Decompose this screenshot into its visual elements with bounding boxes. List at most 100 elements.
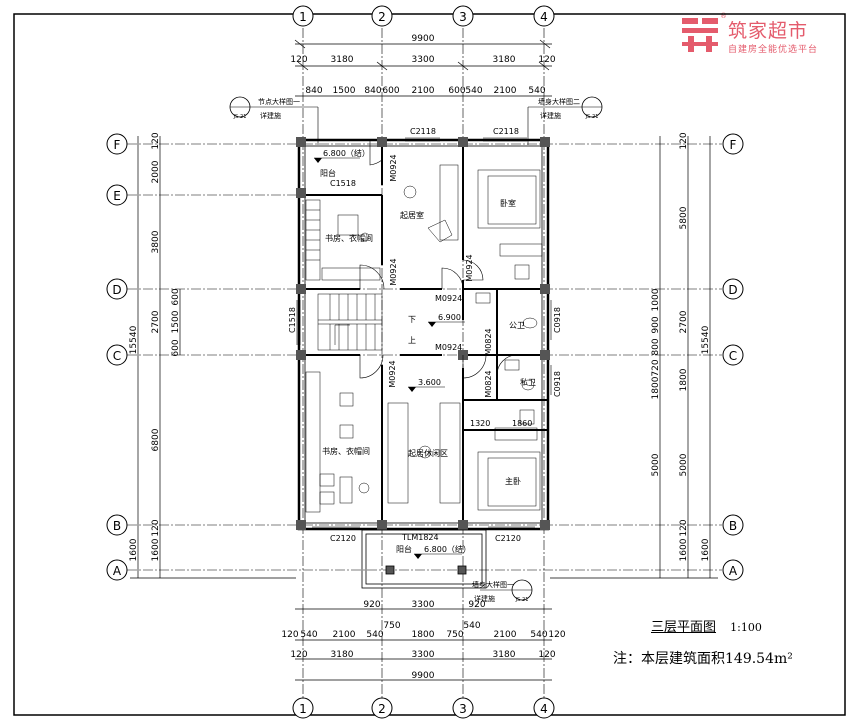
svg-text:3180: 3180 <box>331 650 354 660</box>
callout-top-right: JS-21 墙身大样图二 详建施 <box>527 96 603 145</box>
svg-text:3: 3 <box>459 10 467 24</box>
svg-text:540: 540 <box>366 630 383 640</box>
svg-text:600: 600 <box>171 288 181 305</box>
svg-text:M0924: M0924 <box>435 294 462 303</box>
axis-row-F-left: F <box>106 133 128 155</box>
svg-text:详建施: 详建施 <box>540 111 561 120</box>
svg-text:120: 120 <box>548 630 565 640</box>
dim-right-inner: 1000 900 800 720 1800 5000 <box>651 288 661 476</box>
bottom-dimensions <box>295 608 552 681</box>
stair-down-label: 下 <box>408 315 416 324</box>
svg-text:120: 120 <box>679 519 689 536</box>
svg-text:D: D <box>728 283 737 297</box>
svg-text:E: E <box>113 189 121 203</box>
svg-text:JS-21: JS-21 <box>585 114 599 120</box>
area-note: 注：本层建筑面积149.54m² <box>613 648 793 668</box>
svg-text:540: 540 <box>528 86 545 96</box>
brand-reg: ® <box>720 12 727 20</box>
svg-text:750: 750 <box>383 621 400 631</box>
axis-row-D-right: D <box>722 278 744 300</box>
axis-col-3-bottom: 3 <box>452 697 474 719</box>
svg-text:6.900: 6.900 <box>438 313 461 322</box>
drawing-scale: 1:100 <box>730 621 762 634</box>
axis-bubbles: 1 2 3 4 1 2 3 4 F E D C B A F D C B A <box>106 5 744 719</box>
svg-text:1600: 1600 <box>129 538 139 561</box>
staircase <box>317 293 383 351</box>
callout-bottom: JS-21 墙身大样图一 详建施 <box>472 579 533 603</box>
furniture <box>305 164 543 513</box>
dim-right-parts: 120 5800 2700 1800 5000 120 1600 1600 <box>679 132 711 561</box>
svg-text:840: 840 <box>305 86 322 96</box>
svg-text:B: B <box>113 519 121 533</box>
svg-text:120: 120 <box>538 650 555 660</box>
room-bedroom: 卧室 <box>500 198 516 208</box>
opening-marks: C2118 C2118 C1518 C1518 M0924 M0924 M092… <box>288 127 562 543</box>
svg-text:1800: 1800 <box>679 368 689 391</box>
svg-text:3800: 3800 <box>151 230 161 253</box>
svg-text:1: 1 <box>299 702 307 716</box>
svg-text:5000: 5000 <box>679 453 689 476</box>
svg-text:3300: 3300 <box>412 650 435 660</box>
room-study-top: 书房、衣帽间 <box>325 233 373 243</box>
svg-text:5800: 5800 <box>679 206 689 229</box>
svg-text:600: 600 <box>448 86 465 96</box>
right-dimensions <box>550 136 718 579</box>
svg-text:1600: 1600 <box>679 538 689 561</box>
drawing-frame <box>13 13 846 716</box>
dim-bottom-total: 9900 <box>412 671 435 681</box>
svg-text:C: C <box>113 349 121 363</box>
svg-text:C0918: C0918 <box>553 307 562 333</box>
svg-text:2100: 2100 <box>494 630 517 640</box>
svg-text:6.800（结）: 6.800（结） <box>424 544 471 554</box>
svg-text:M0924: M0924 <box>389 258 398 285</box>
svg-text:6800: 6800 <box>151 428 161 451</box>
svg-text:C1518: C1518 <box>288 307 297 333</box>
room-master: 主卧 <box>505 476 521 486</box>
svg-text:C2118: C2118 <box>493 127 519 136</box>
axis-col-2-bottom: 2 <box>371 697 393 719</box>
svg-text:750: 750 <box>446 630 463 640</box>
svg-text:墙身大样图二: 墙身大样图二 <box>538 97 580 106</box>
svg-text:1800: 1800 <box>412 630 435 640</box>
svg-text:TLM1824: TLM1824 <box>401 533 439 542</box>
svg-text:C2118: C2118 <box>410 127 436 136</box>
axis-col-2-top: 2 <box>371 5 393 27</box>
axis-col-4-top: 4 <box>533 5 555 27</box>
svg-text:3300: 3300 <box>412 600 435 610</box>
svg-text:900: 900 <box>651 316 661 333</box>
svg-text:D: D <box>112 283 121 297</box>
svg-text:F: F <box>730 138 737 152</box>
dim-left-parts: 120 2000 3800 2700 6800 120 1600 1600 <box>129 132 161 561</box>
svg-text:540: 540 <box>300 630 317 640</box>
svg-text:1: 1 <box>299 10 307 24</box>
svg-text:M0824: M0824 <box>484 370 493 397</box>
svg-text:600: 600 <box>382 86 399 96</box>
brand-subtitle: 自建房全能优选平台 <box>728 45 819 55</box>
interior-walls <box>302 140 548 525</box>
dim-top-total: 9900 <box>412 34 435 44</box>
svg-text:120: 120 <box>679 132 689 149</box>
callout-top-left: JS-21 节点大样图一 详建施 <box>229 96 319 145</box>
axis-row-E-left: E <box>106 184 128 206</box>
axis-col-4-bottom: 4 <box>533 697 555 719</box>
svg-text:A: A <box>729 564 738 578</box>
svg-text:540: 540 <box>465 86 482 96</box>
svg-text:1500: 1500 <box>171 310 181 333</box>
svg-text:2: 2 <box>378 10 386 24</box>
brand-mark-icon <box>682 18 718 52</box>
svg-text:3180: 3180 <box>493 650 516 660</box>
drawing-title: 三层平面图 1:100 <box>651 616 762 635</box>
svg-text:M0924: M0924 <box>388 360 397 387</box>
svg-text:3300: 3300 <box>412 55 435 65</box>
svg-text:节点大样图一: 节点大样图一 <box>258 97 300 106</box>
svg-text:1500: 1500 <box>333 86 356 96</box>
svg-text:2: 2 <box>378 702 386 716</box>
svg-text:4: 4 <box>540 702 548 716</box>
door-swings <box>359 140 518 379</box>
left-dimensions <box>130 136 296 579</box>
axis-col-1-top: 1 <box>292 5 314 27</box>
area-note-value: 149.54 <box>725 651 774 667</box>
dim-bottom-row2: 120 3180 3300 3180 120 <box>290 650 555 660</box>
svg-text:JS-21: JS-21 <box>233 114 247 120</box>
